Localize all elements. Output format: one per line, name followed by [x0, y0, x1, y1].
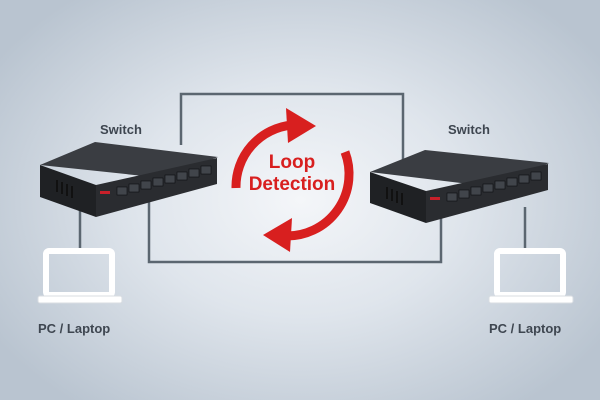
- arrow-bottom: [285, 150, 354, 241]
- arrowhead-top: [286, 108, 316, 143]
- cable-lines: [78, 92, 527, 264]
- switch-right-icon: [370, 150, 549, 223]
- brand-mark-right: [430, 197, 440, 200]
- arrow-top: [231, 120, 293, 189]
- vent-right: [386, 187, 403, 205]
- switch-left-icon: [40, 142, 218, 217]
- laptop-right-icon: [488, 248, 574, 304]
- cable-bottom: [147, 202, 443, 264]
- pc-left-label: PC / Laptop: [38, 321, 111, 336]
- pc-right-label: PC / Laptop: [489, 321, 562, 336]
- loop-title-line1: Loop: [268, 152, 316, 173]
- ports-right: [446, 171, 542, 202]
- ports-left: [116, 165, 212, 196]
- switch-right-label: Switch: [448, 122, 490, 137]
- switch-left-label: Switch: [100, 122, 142, 137]
- brand-mark-left: [100, 191, 110, 194]
- laptop-left-icon: [37, 248, 123, 304]
- loop-detection-title: Loop Detection: [232, 152, 352, 196]
- loop-arrows-icon: [231, 120, 354, 241]
- vent-left: [56, 180, 73, 198]
- arrowheads: [263, 108, 316, 252]
- cable-top: [179, 92, 405, 168]
- loop-title-line2: Detection: [248, 174, 336, 195]
- arrowhead-bottom: [263, 218, 292, 252]
